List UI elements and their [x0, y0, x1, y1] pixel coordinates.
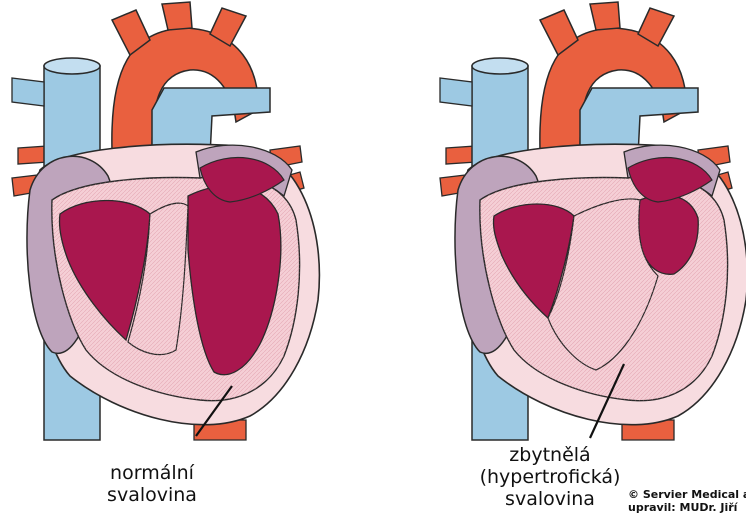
credit: © Servier Medical a upravil: MUDr. Jiří	[628, 488, 746, 514]
label-normal-muscle: normální svalovina	[92, 462, 212, 506]
credit-line1: © Servier Medical a	[628, 488, 746, 501]
label-normal-line1: normální	[92, 462, 212, 484]
label-hypertrophic-muscle: zbytnělá (hypertrofická) svalovina	[470, 444, 630, 510]
label-hypertrophic-line3: svalovina	[470, 488, 630, 510]
label-hypertrophic-line2: (hypertrofická)	[470, 466, 630, 488]
label-hypertrophic-line1: zbytnělá	[470, 444, 630, 466]
credit-line2: upravil: MUDr. Jiří	[628, 501, 746, 514]
heart-hypertrophic	[440, 2, 746, 440]
label-normal-line2: svalovina	[92, 484, 212, 506]
heart-normal	[12, 2, 319, 440]
